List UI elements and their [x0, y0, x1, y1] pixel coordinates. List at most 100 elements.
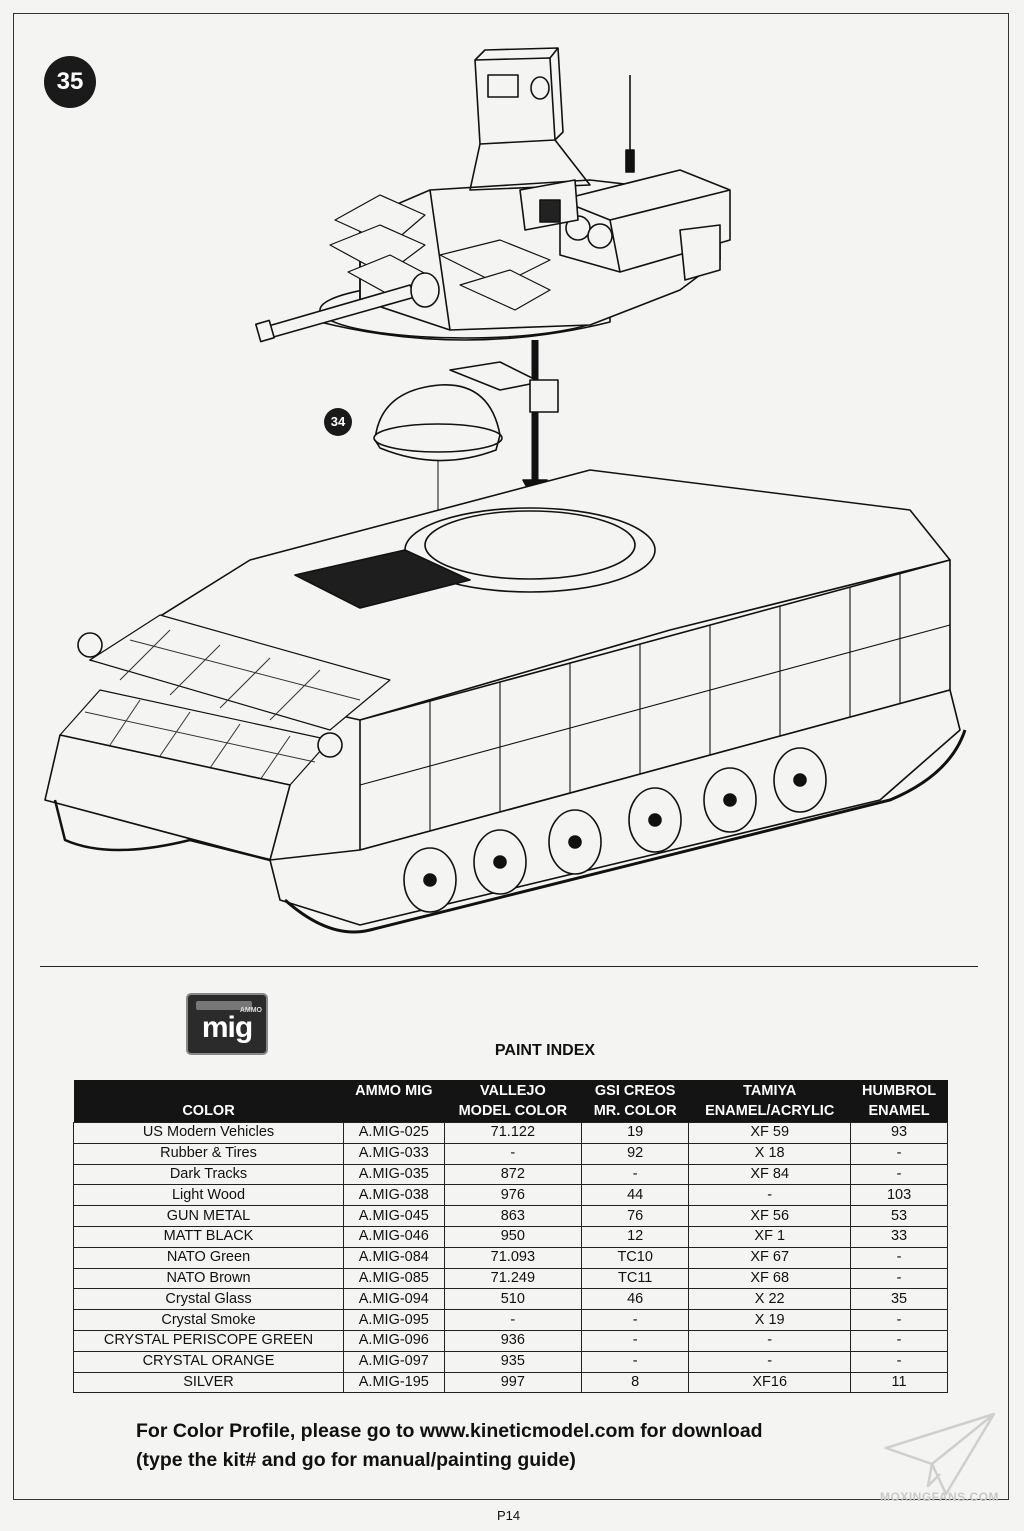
logo-small-text: AMMO	[239, 1007, 262, 1014]
cell-gsi-creos: 12	[581, 1225, 690, 1248]
cell-tamiya: XF16	[688, 1371, 852, 1394]
cell-gsi-creos: TC10	[581, 1246, 690, 1269]
cell-gsi-creos: 76	[581, 1205, 690, 1227]
cell-vallejo: 510	[443, 1288, 583, 1311]
turret-drawing	[254, 47, 731, 343]
cell-tamiya: XF 56	[688, 1205, 852, 1227]
cell-gsi-creos: TC11	[581, 1267, 690, 1290]
cell-ammo-mig: A.MIG-035	[343, 1163, 445, 1186]
cell-tamiya: -	[688, 1184, 852, 1207]
cell-gsi-creos: -	[581, 1329, 690, 1352]
cell-ammo-mig: A.MIG-084	[343, 1246, 445, 1269]
logo-bar	[196, 1001, 252, 1010]
page-frame	[13, 13, 1009, 1500]
cell-color: NATO Green	[73, 1246, 344, 1269]
vehicle-assembly-illustration	[44, 47, 967, 934]
color-profile-line-1: For Color Profile, please go to www.kine…	[136, 1420, 763, 1442]
cell-humbrol: -	[850, 1142, 948, 1165]
cell-color: SILVER	[73, 1371, 344, 1394]
cell-humbrol: 93	[850, 1122, 948, 1144]
cell-tamiya: X 19	[688, 1309, 852, 1331]
page-number: P14	[497, 1508, 521, 1523]
cell-color: Light Wood	[73, 1184, 344, 1207]
paint-index-title: PAINT INDEX	[494, 1042, 596, 1059]
watermark-text: MOXINGFANS.COM	[880, 1490, 1000, 1504]
cell-color: NATO Brown	[73, 1267, 344, 1290]
cell-tamiya: XF 59	[688, 1122, 852, 1144]
cell-humbrol: -	[850, 1329, 948, 1352]
cell-ammo-mig: A.MIG-094	[343, 1288, 445, 1311]
cell-gsi-creos: 92	[581, 1142, 690, 1165]
cell-vallejo: 71.122	[443, 1122, 583, 1144]
cell-ammo-mig: A.MIG-097	[343, 1350, 445, 1373]
cell-humbrol: 35	[850, 1288, 948, 1311]
cell-color: US Modern Vehicles	[73, 1122, 344, 1144]
cell-ammo-mig: A.MIG-045	[343, 1205, 445, 1227]
section-divider	[40, 966, 978, 967]
ammo-mig-logo: AMMO mig	[186, 993, 268, 1055]
cell-tamiya: XF 67	[688, 1246, 852, 1269]
cell-vallejo: 935	[443, 1350, 583, 1373]
cell-color: Dark Tracks	[73, 1163, 344, 1186]
cell-vallejo: -	[443, 1142, 583, 1165]
header-ammo-mig: AMMO MIG	[343, 1080, 445, 1123]
cell-ammo-mig: A.MIG-095	[343, 1309, 445, 1331]
cell-color: MATT BLACK	[73, 1225, 344, 1248]
cell-ammo-mig: A.MIG-038	[343, 1184, 445, 1207]
paper-plane-watermark-icon	[884, 1412, 996, 1496]
logo-brand-text: mig	[201, 1011, 253, 1044]
cell-tamiya: -	[688, 1329, 852, 1352]
cell-gsi-creos: -	[581, 1350, 690, 1373]
cell-tamiya: X 18	[688, 1142, 852, 1165]
cell-humbrol: -	[850, 1350, 948, 1373]
cell-vallejo: 976	[443, 1184, 583, 1207]
cell-vallejo: 863	[443, 1205, 583, 1227]
cell-ammo-mig: A.MIG-033	[343, 1142, 445, 1165]
cell-humbrol: 53	[850, 1205, 948, 1227]
cell-color: CRYSTAL ORANGE	[73, 1350, 344, 1373]
cell-color: Crystal Smoke	[73, 1309, 344, 1331]
cell-tamiya: -	[688, 1350, 852, 1373]
cell-tamiya: XF 84	[688, 1163, 852, 1186]
cell-vallejo: 71.093	[443, 1246, 583, 1269]
cell-ammo-mig: A.MIG-195	[343, 1371, 445, 1394]
cell-vallejo: 71.249	[443, 1267, 583, 1290]
cell-color: Rubber & Tires	[73, 1142, 344, 1165]
cell-humbrol: 33	[850, 1225, 948, 1248]
cell-ammo-mig: A.MIG-096	[343, 1329, 445, 1352]
cell-tamiya: XF 1	[688, 1225, 852, 1248]
cell-ammo-mig: A.MIG-025	[343, 1122, 445, 1144]
cell-gsi-creos: -	[581, 1309, 690, 1331]
cell-humbrol: -	[850, 1163, 948, 1186]
cell-vallejo: 950	[443, 1225, 583, 1248]
cell-humbrol: 103	[850, 1184, 948, 1207]
cell-color: GUN METAL	[73, 1205, 344, 1227]
cell-tamiya: XF 68	[688, 1267, 852, 1290]
cell-humbrol: -	[850, 1246, 948, 1269]
cell-vallejo: -	[443, 1309, 583, 1331]
cell-ammo-mig: A.MIG-085	[343, 1267, 445, 1290]
cell-color: CRYSTAL PERISCOPE GREEN	[73, 1329, 344, 1352]
cell-vallejo: 997	[443, 1371, 583, 1394]
cell-tamiya: X 22	[688, 1288, 852, 1311]
cell-gsi-creos: 44	[581, 1184, 690, 1207]
